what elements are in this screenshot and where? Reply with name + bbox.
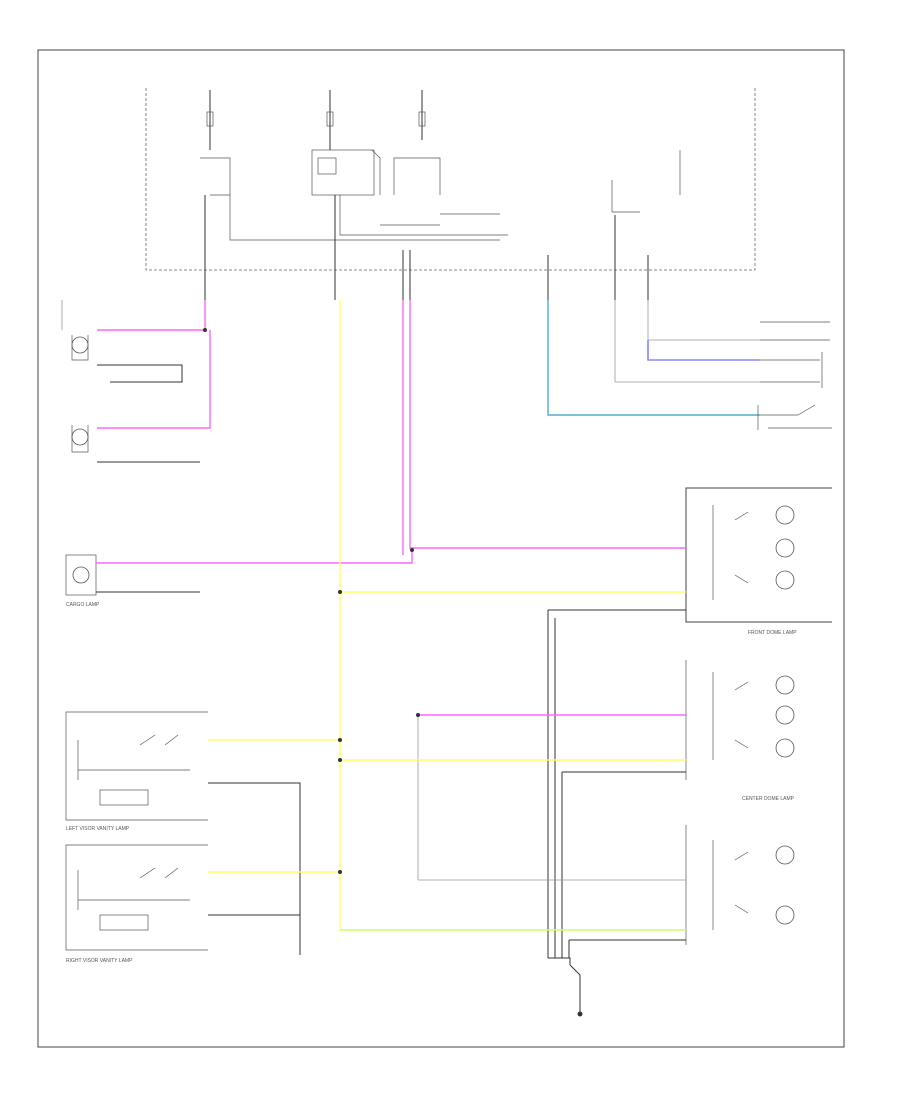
fuse-1 [206,111,214,127]
wire-pink-upper [97,300,206,331]
wire-ground-left-visor [208,782,301,930]
body-control-module [145,88,756,300]
fuse-3 [418,111,426,127]
left-visor-vanity-lamp-label: LEFT VISOR VANITY LAMP [66,826,130,832]
center-dome-lamp: CENTER DOME LAMP [685,660,795,802]
right-visor-vanity-lamp: RIGHT VISOR VANITY LAMP [65,844,208,964]
rear-map-lamps [61,300,211,463]
wire-pink-cargo [96,550,413,564]
splice-5 [410,548,414,552]
rear-dome-lamp [685,825,795,945]
lamp-2-bulb [71,428,89,446]
splice-4 [338,870,342,874]
cargo-lamp: CARGO LAMP [65,550,413,608]
wire-teal-door-switch [547,300,760,416]
splice-1 [338,590,342,594]
wire-blue-upper [647,340,760,361]
splice-7 [203,328,207,332]
fuse-2 [326,111,334,127]
ground-point [577,1011,583,1017]
diagram-border [37,49,845,1048]
front-dome-lamp: FRONT DOME LAMP [685,487,832,636]
wire-pink-front-dome [409,300,685,549]
wire-ground-right-visor [208,914,301,955]
main-ground [548,957,583,1017]
splice-3 [338,758,342,762]
door-switch-connectors [757,321,832,430]
front-dome-lamp-label: FRONT DOME LAMP [748,630,797,636]
center-dome-lamp-label: CENTER DOME LAMP [742,796,795,802]
splice-2 [338,738,342,742]
cargo-lamp-label: CARGO LAMP [66,602,100,608]
left-visor-vanity-lamp: LEFT VISOR VANITY LAMP [65,711,208,832]
splice-6 [416,713,420,717]
wire-ground-1 [97,364,183,383]
relay-block [311,149,375,196]
wire-pink-lower [97,330,211,429]
lamp-1-bulb [71,336,89,354]
right-visor-vanity-lamp-label: RIGHT VISOR VANITY LAMP [66,958,133,964]
